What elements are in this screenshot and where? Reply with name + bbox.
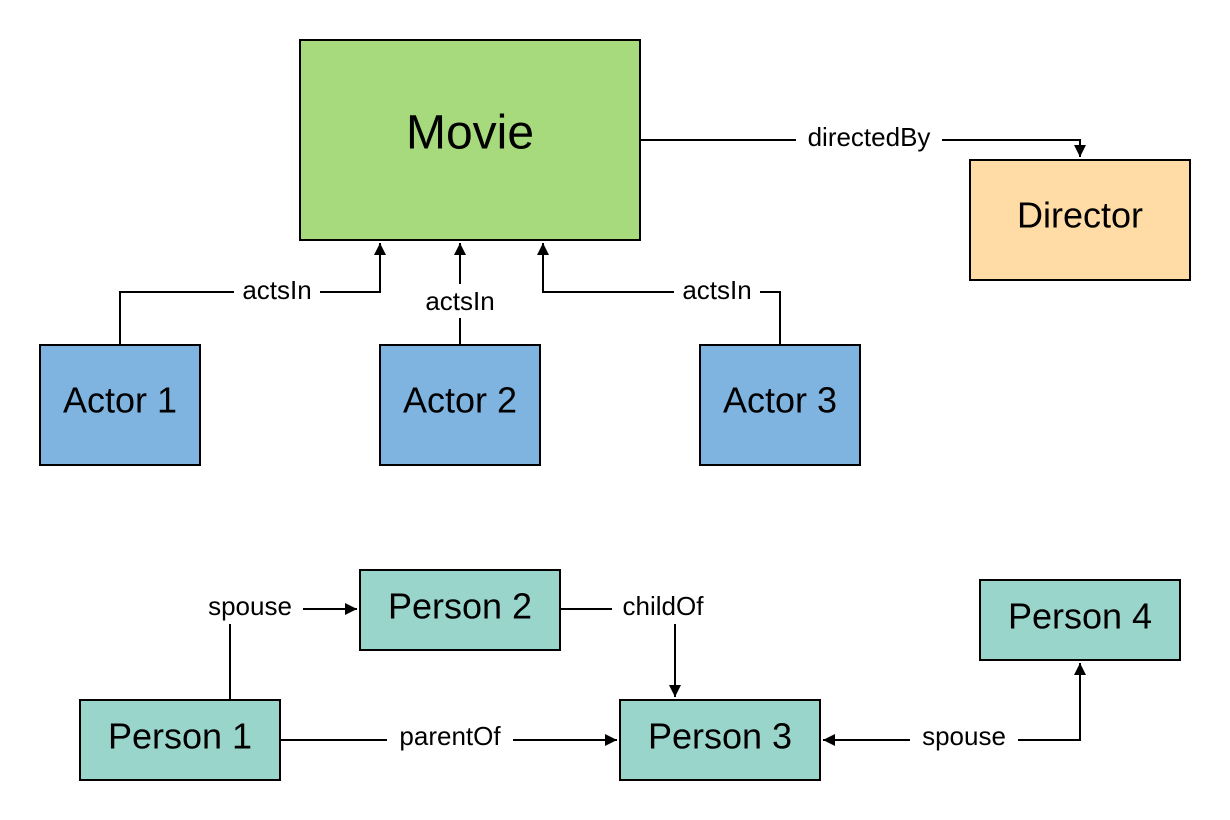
person-3-label: Person 3 (648, 716, 792, 757)
actor-1-box (39, 344, 201, 466)
edge-acts-in-3-label: actsIn (682, 275, 751, 305)
edge-spouse-3-4: spouse (823, 663, 1086, 754)
actor-2-box (379, 344, 541, 466)
person-2-box (359, 569, 561, 651)
edge-spouse-3-4-line (823, 663, 1086, 746)
actor-3-box (699, 344, 861, 466)
person-1-node[interactable]: Person 1 (79, 699, 281, 781)
person-2-node[interactable]: Person 2 (359, 569, 561, 651)
edge-acts-in-3-line (537, 243, 781, 345)
edge-parent-of: parentOf (280, 720, 617, 754)
person-1-label: Person 1 (108, 716, 252, 757)
actor-2-node[interactable]: Actor 2 (379, 344, 541, 466)
edge-child-of: childOf (560, 590, 714, 697)
edge-directed-by-line (640, 139, 1086, 157)
person-4-label: Person 4 (1008, 596, 1152, 637)
edge-acts-in-3: actsIn (537, 243, 781, 345)
actor-1-node[interactable]: Actor 1 (39, 344, 201, 466)
edge-acts-in-1-label: actsIn (242, 275, 311, 305)
edge-acts-in-1: actsIn (119, 243, 386, 345)
edge-spouse-3-4-label: spouse (922, 721, 1006, 751)
actor-2-label: Actor 2 (403, 380, 517, 421)
person-4-box (979, 579, 1181, 661)
actor-3-label: Actor 3 (723, 380, 837, 421)
director-node[interactable]: Director (969, 159, 1191, 281)
person-3-box (619, 699, 821, 781)
movie-node[interactable]: Movie (299, 39, 641, 241)
person-2-label: Person 2 (388, 586, 532, 627)
director-box (969, 159, 1191, 281)
person-4-node[interactable]: Person 4 (979, 579, 1181, 661)
director-label: Director (1017, 195, 1143, 236)
edge-directed-by: directedBy (640, 121, 1086, 157)
movie-label: Movie (406, 107, 534, 160)
edge-spouse-1-2: spouse (197, 590, 357, 700)
person-3-node[interactable]: Person 3 (619, 699, 821, 781)
person-1-box (79, 699, 281, 781)
edge-acts-in-2: actsIn (417, 243, 503, 345)
edge-parent-of-label: parentOf (399, 721, 501, 751)
movie-box (299, 39, 641, 241)
edge-acts-in-2-label: actsIn (425, 286, 494, 316)
edge-directed-by-label: directedBy (808, 122, 931, 152)
edge-spouse-1-2-label: spouse (208, 591, 292, 621)
actor-1-label: Actor 1 (63, 380, 177, 421)
actor-3-node[interactable]: Actor 3 (699, 344, 861, 466)
edge-child-of-label: childOf (623, 591, 705, 621)
